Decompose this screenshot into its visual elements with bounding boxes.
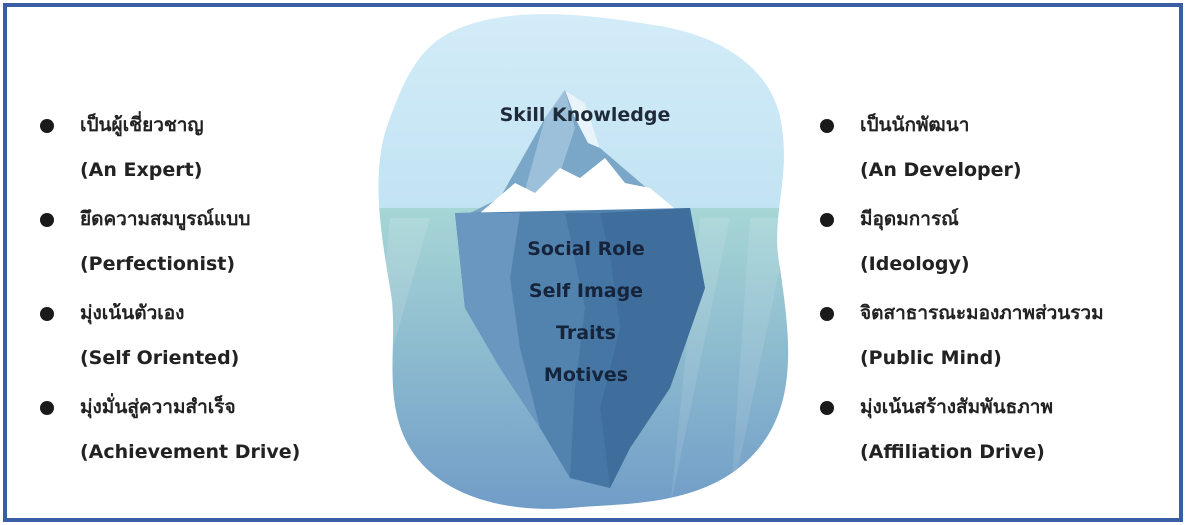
item-thai-label: ยึดความสมบูรณ์แบบ [80, 208, 251, 230]
item-english-label: (Public Mind) [860, 347, 1002, 369]
item-thai-label: มุ่งมั่นสู่ความสำเร็จ [80, 396, 236, 418]
list-item: จิตสาธารณะมองภาพส่วนรวม (Public Mind) [820, 291, 1104, 381]
list-item: เป็นผู้เชี่ยวชาญ (An Expert) [40, 103, 300, 193]
item-thai-label: จิตสาธารณะมองภาพส่วนรวม [860, 302, 1104, 324]
item-english-label: (Self Oriented) [80, 347, 240, 369]
below-water-label: Traits [556, 322, 616, 344]
bullet-icon [820, 307, 834, 321]
item-thai-label: เป็นผู้เชี่ยวชาญ [80, 114, 204, 136]
list-item: เป็นนักพัฒนา (An Developer) [820, 103, 1104, 193]
right-trait-list: เป็นนักพัฒนา (An Developer) มีอุดมการณ์ … [820, 103, 1104, 479]
item-english-label: (An Expert) [80, 159, 203, 181]
item-thai-label: มุ่งเน้นสร้างสัมพันธภาพ [860, 396, 1053, 418]
below-water-labels: Social Role Self Image Traits Motives [456, 228, 716, 396]
below-water-label: Social Role [527, 238, 645, 260]
bullet-icon [40, 401, 54, 415]
item-english-label: (Perfectionist) [80, 253, 236, 275]
item-english-label: (Achievement Drive) [80, 441, 301, 463]
list-item: มีอุดมการณ์ (Ideology) [820, 197, 1104, 287]
bullet-icon [40, 119, 54, 133]
item-thai-label: เป็นนักพัฒนา [860, 114, 970, 136]
bullet-icon [40, 213, 54, 227]
item-english-label: (An Developer) [860, 159, 1022, 181]
above-water-label: Skill Knowledge [499, 104, 671, 126]
below-water-label: Self Image [528, 280, 644, 302]
list-item: มุ่งมั่นสู่ความสำเร็จ (Achievement Drive… [40, 385, 300, 475]
list-item: ยึดความสมบูรณ์แบบ (Perfectionist) [40, 197, 300, 287]
list-item: มุ่งเน้นตัวเอง (Self Oriented) [40, 291, 300, 381]
bullet-icon [40, 307, 54, 321]
left-trait-list: เป็นผู้เชี่ยวชาญ (An Expert) ยึดความสมบู… [40, 103, 300, 479]
bullet-icon [820, 119, 834, 133]
list-item: มุ่งเน้นสร้างสัมพันธภาพ (Affiliation Dri… [820, 385, 1104, 475]
item-english-label: (Affiliation Drive) [860, 441, 1045, 463]
item-thai-label: มุ่งเน้นตัวเอง [80, 302, 185, 324]
bullet-icon [820, 213, 834, 227]
iceberg-illustration [370, 8, 800, 518]
bullet-icon [820, 401, 834, 415]
item-english-label: (Ideology) [860, 253, 970, 275]
below-water-label: Motives [543, 364, 629, 386]
item-thai-label: มีอุดมการณ์ [860, 208, 959, 230]
